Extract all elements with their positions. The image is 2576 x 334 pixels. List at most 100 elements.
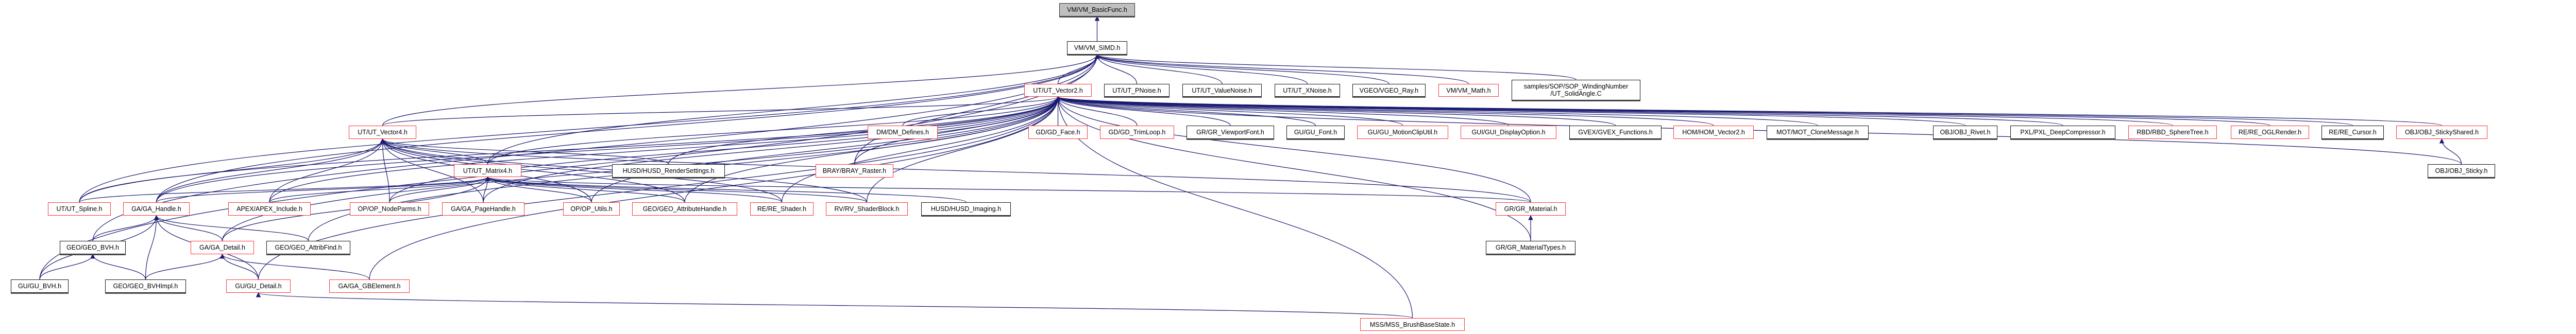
graph-node-gd-face[interactable]: GD/GD_Face.h: [1028, 126, 1088, 139]
dependency-edge-geo_attribfind-to-ga_handle: [154, 215, 309, 241]
graph-node-re-shader[interactable]: RE/RE_Shader.h: [750, 202, 814, 216]
dependency-edge-vgeo_ray-to-vm_simd: [1094, 54, 1389, 84]
graph-node-gr-materialtypes[interactable]: GR/GR_MaterialTypes.h: [1486, 241, 1575, 254]
graph-node-samples-solidangle[interactable]: samples/SOP/SOP_WindingNumber /UT_SolidA…: [1512, 80, 1640, 100]
graph-node-rv-shaderblock[interactable]: RV/RV_ShaderBlock.h: [826, 202, 908, 216]
dependency-edge-gr_material-to-ut_vector4: [380, 138, 1531, 203]
graph-node-ut-xnoise[interactable]: UT/UT_XNoise.h: [1275, 84, 1340, 97]
dependency-edge-obj_sticky-to-obj_stickyshared: [2439, 138, 2462, 165]
dependency-edge-mss_brushbasestate-to-gu_detail: [256, 292, 1413, 319]
dependency-edge-samples_solidangle-to-vm_simd: [1095, 54, 1577, 80]
dependency-edge-ut_valuenoise-to-vm_simd: [1094, 54, 1223, 84]
graph-node-ga-handle[interactable]: GA/GA_Handle.h: [123, 202, 190, 216]
dependency-edge-obj_sticky-to-ut_vector2: [1056, 96, 2462, 165]
dependency-edge-ut_spline-to-ut_vector4: [79, 138, 385, 203]
dependency-edge-husd_rendersettings-to-ut_vector2: [668, 96, 1061, 165]
dependency-edge-gu_font-to-ut_vector2: [1055, 96, 1316, 126]
dependency-edge-geo_bvhimpl-to-ga_detail: [145, 254, 225, 280]
dependency-edge-op_utils-to-ut_matrix4: [485, 177, 592, 203]
graph-node-ut-pnoise[interactable]: UT/UT_PNoise.h: [1104, 84, 1170, 97]
graph-node-op-nodeparms[interactable]: OP/OP_NodeParms.h: [350, 202, 429, 216]
dependency-edge-obj_stickyshared-to-ut_vector2: [1056, 96, 2443, 126]
dependency-edge-rv_shaderblock-to-ut_vector2: [866, 96, 1061, 203]
graph-node-gu-detail[interactable]: GU/GU_Detail.h: [226, 279, 291, 293]
dependency-edge-husd_rendersettings-to-ut_vector4: [380, 138, 669, 165]
graph-node-apex-include[interactable]: APEX/APEX_Include.h: [228, 202, 311, 216]
dependency-edge-ga_handle-to-ut_matrix4: [156, 177, 490, 203]
graph-node-geo-attribfind[interactable]: GEO/GEO_AttribFind.h: [266, 241, 350, 254]
dependency-edge-gvex_functions-to-ut_vector2: [1056, 96, 1616, 126]
graph-node-gr-viewportfont[interactable]: GR/GR_ViewportFont.h: [1187, 126, 1274, 139]
graph-node-gu-motioncliputil[interactable]: GU/GU_MotionClipUtil.h: [1357, 126, 1448, 139]
graph-node-re-cursor[interactable]: RE/RE_Cursor.h: [2321, 126, 2384, 139]
graph-node-obj-stickyshared[interactable]: OBJ/OBJ_StickyShared.h: [2396, 126, 2487, 139]
graph-node-mss-brushbasestate[interactable]: MSS/MSS_BrushBaseState.h: [1360, 318, 1465, 331]
graph-node-geo-bvh[interactable]: GEO/GEO_BVH.h: [60, 241, 126, 254]
graph-node-ut-vector4[interactable]: UT/UT_Vector4.h: [349, 126, 416, 139]
graph-node-ut-spline[interactable]: UT/UT_Spline.h: [48, 202, 111, 216]
graph-node-ut-vector2[interactable]: UT/UT_Vector2.h: [1024, 84, 1092, 97]
dependency-edge-geo_attributehandle-to-ut_matrix4: [485, 177, 685, 203]
dependency-edge-gr_material-to-ut_matrix4: [485, 177, 1531, 203]
dependency-edge-re_shader-to-ut_vector2: [781, 96, 1061, 203]
dependency-edge-geo_attributehandle-to-ut_vector4: [380, 138, 685, 203]
dependency-edge-rv_shaderblock-to-ut_matrix4: [485, 177, 868, 203]
dependency-edge-re_oglrender-to-ut_vector2: [1056, 96, 2270, 126]
graph-node-ga-detail[interactable]: GA/GA_Detail.h: [191, 241, 254, 254]
graph-node-husd-imaging[interactable]: HUSD/HUSD_Imaging.h: [921, 202, 1011, 216]
graph-node-op-utils[interactable]: OP/OP_Utils.h: [563, 202, 620, 216]
graph-node-gu-font[interactable]: GU/GU_Font.h: [1286, 126, 1345, 139]
dependency-edge-ga_gbelement-to-ut_vector2: [369, 96, 1061, 280]
dependency-edge-ut_pnoise-to-vm_simd: [1094, 54, 1138, 84]
dependency-edge-dm_defines-to-ut_vector2: [902, 96, 1061, 126]
dependency-edge-op_nodeparms-to-ut_matrix4: [389, 177, 490, 203]
graph-node-vm-basicfunc[interactable]: VM/VM_BasicFunc.h: [1059, 3, 1135, 16]
dependency-edge-re_cursor-to-ut_vector2: [1056, 96, 2353, 126]
dependency-edge-op_nodeparms-to-ut_vector4: [380, 138, 390, 203]
dependency-edge-op_nodeparms-to-ut_vector2: [389, 96, 1061, 203]
dependency-edge-ga_gbelement-to-ga_detail: [219, 254, 370, 280]
graph-node-mot-clonemessage[interactable]: MOT/MOT_CloneMessage.h: [1767, 126, 1869, 139]
graph-node-gr-material[interactable]: GR/GR_Material.h: [1496, 202, 1566, 216]
graph-node-vm-simd[interactable]: VM/VM_SIMD.h: [1067, 41, 1127, 55]
dependency-edge-gr_viewportfont-to-ut_vector2: [1055, 96, 1231, 126]
dependency-edge-mss_brushbasestate-to-ut_vector2: [1055, 96, 1413, 319]
graph-node-ut-valuenoise[interactable]: UT/UT_ValueNoise.h: [1182, 84, 1262, 97]
graph-node-gd-trimloop[interactable]: GD/GD_TrimLoop.h: [1100, 126, 1174, 139]
dependency-edge-bray_raster-to-vm_simd: [854, 54, 1100, 165]
graph-node-dm-defines[interactable]: DM/DM_Defines.h: [868, 126, 938, 139]
graph-node-hom-vector2[interactable]: HOM/HOM_Vector2.h: [1673, 126, 1754, 139]
graph-node-pxl-deepcompressor[interactable]: PXL/PXL_DeepCompressor.h: [2010, 126, 2115, 139]
graph-node-obj-rivet[interactable]: OBJ/OBJ_Rivet.h: [1933, 126, 1997, 139]
dependency-edge-apex_include-to-ut_vector2: [269, 96, 1061, 203]
graph-node-re-oglrender[interactable]: RE/RE_OGLRender.h: [2231, 126, 2309, 139]
graph-node-gui-displayoption[interactable]: GUI/GUI_DisplayOption.h: [1461, 126, 1556, 139]
graph-node-ga-gbelement[interactable]: GA/GA_GBElement.h: [329, 279, 410, 293]
dependency-edge-hom_vector2-to-ut_vector2: [1056, 96, 1714, 126]
graph-node-vm-math[interactable]: VM/VM_Math.h: [1438, 84, 1499, 97]
dependency-edge-ut_xnoise-to-vm_simd: [1094, 54, 1308, 84]
dependency-edge-vm_math-to-vm_simd: [1094, 54, 1469, 84]
graph-node-rbd-spheretree[interactable]: RBD/RBD_SphereTree.h: [2128, 126, 2217, 139]
graph-node-obj-sticky[interactable]: OBJ/OBJ_Sticky.h: [2428, 164, 2495, 178]
graph-node-geo-attributehandle[interactable]: GEO/GEO_AttributeHandle.h: [632, 202, 737, 216]
dependency-edge-op_utils-to-ut_vector2: [591, 96, 1061, 203]
graph-node-gu-bvh[interactable]: GU/GU_BVH.h: [11, 279, 69, 293]
graph-node-ga-pagehandle[interactable]: GA/GA_PageHandle.h: [442, 202, 524, 216]
dependency-edge-geo_bvhimpl-to-geo_bvh: [90, 254, 146, 280]
dependency-edge-ut_vector4-to-ut_vector2: [382, 96, 1060, 126]
graph-node-gvex-functions[interactable]: GVEX/GVEX_Functions.h: [1569, 126, 1662, 139]
dependency-edge-pxl_deepcompressor-to-ut_vector2: [1056, 96, 2063, 126]
graph-node-geo-bvhimpl[interactable]: GEO/GEO_BVHImpl.h: [105, 279, 186, 293]
dependency-edge-ga_handle-to-ut_vector4: [156, 138, 385, 203]
dependency-edge-bray_raster-to-ut_vector2: [854, 96, 1061, 165]
dependency-edge-re_shader-to-ut_matrix4: [485, 177, 783, 203]
graph-node-ut-matrix4[interactable]: UT/UT_Matrix4.h: [454, 164, 521, 177]
graph-node-vgeo-ray[interactable]: VGEO/VGEO_Ray.h: [1352, 84, 1426, 97]
graph-node-husd-rendersettings[interactable]: HUSD/HUSD_RenderSettings.h: [612, 164, 725, 178]
dependency-edge-gr_material-to-ut_vector2: [1055, 96, 1531, 203]
dependency-edge-gu_bvh-to-geo_bvh: [39, 254, 95, 280]
graph-node-bray-raster[interactable]: BRAY/BRAY_Raster.h: [816, 164, 893, 178]
dependency-edge-ga_pagehandle-to-ut_vector4: [380, 138, 484, 203]
